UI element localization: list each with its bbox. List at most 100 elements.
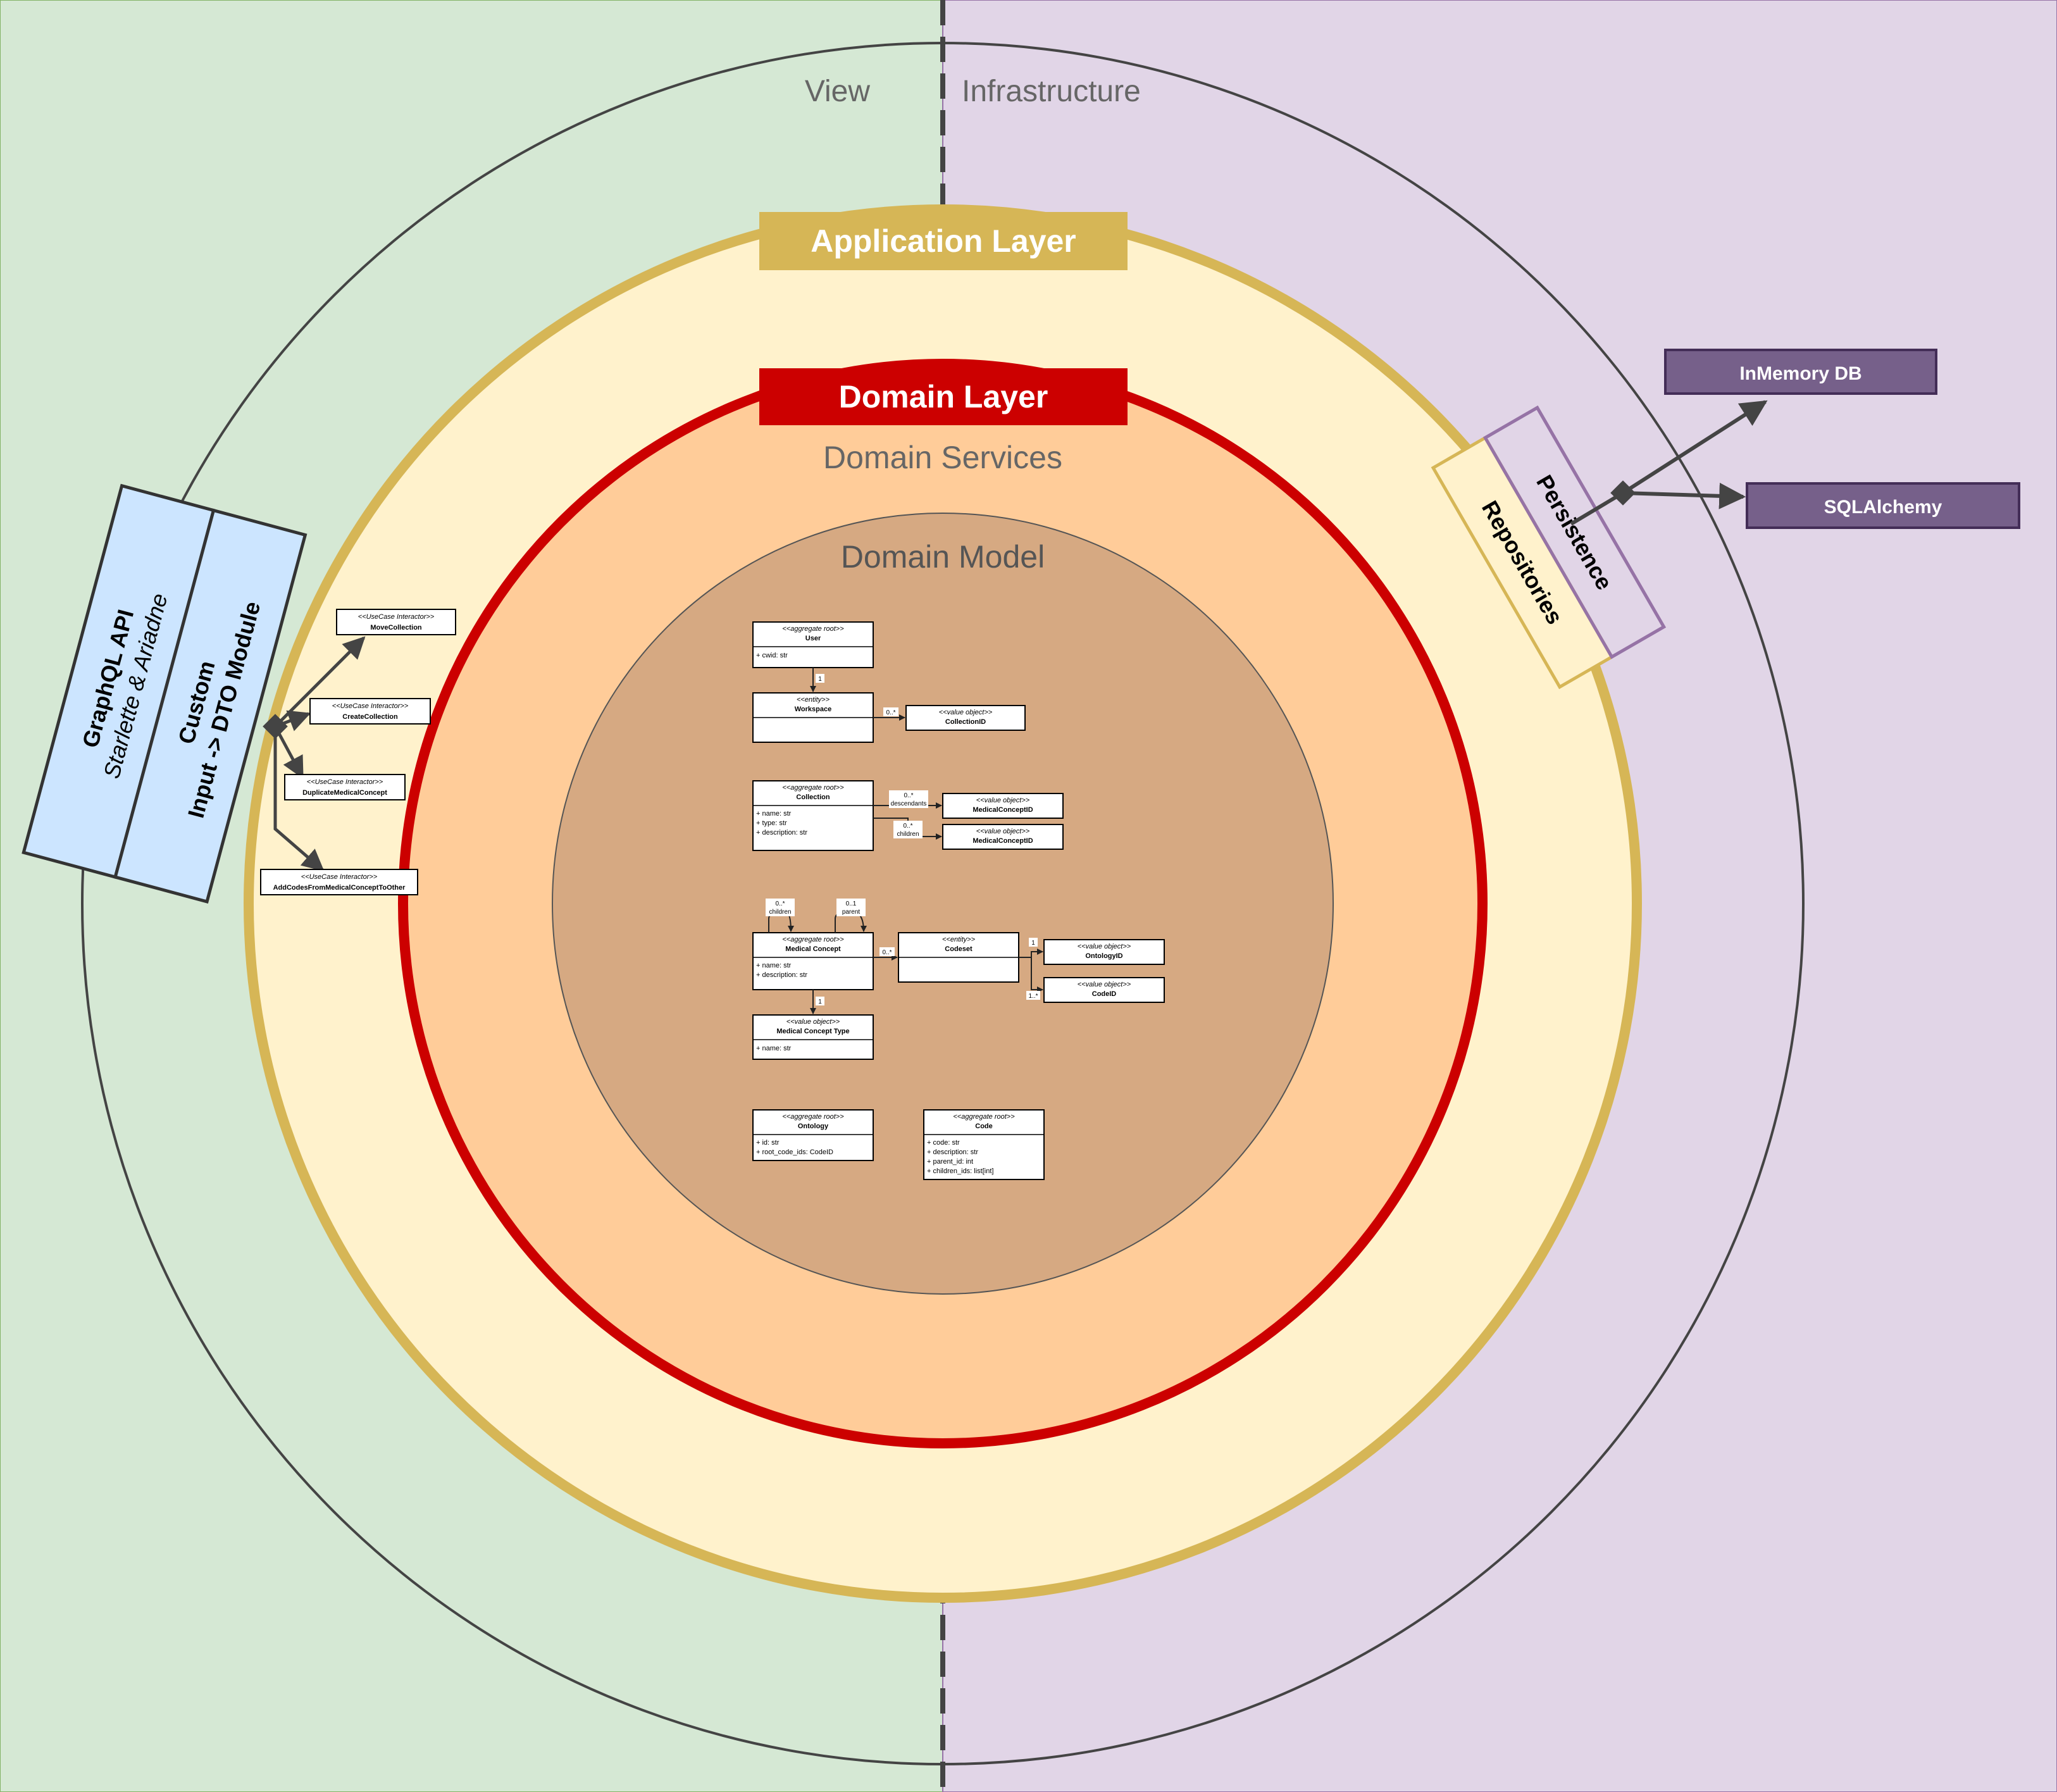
multiplicity-labels: 1 0..* 0..* descendants 0..* children 0.… (766, 674, 1040, 1005)
view-label: View (805, 75, 871, 108)
class-stereotype: <<aggregate root>> (782, 1113, 844, 1121)
interactor-stereotype: <<UseCase Interactor>> (358, 613, 435, 621)
composition-diamond-db (1610, 480, 1636, 506)
class-name: Collection (796, 793, 830, 801)
class-name: Ontology (798, 1123, 829, 1130)
class-name: Medical Concept Type (776, 1028, 849, 1035)
class-attr: + cwid: str (756, 652, 788, 659)
interactor-name: CreateCollection (342, 713, 398, 721)
class-medical-concept-id-children: <<value object>> MedicalConceptID (942, 824, 1064, 850)
interactor-name: DuplicateMedicalConcept (302, 789, 387, 797)
connector-duplicate-medical-concept (273, 725, 304, 780)
class-stereotype: <<value object>> (1078, 981, 1131, 988)
class-name: OntologyID (1085, 952, 1122, 960)
class-attr: + name: str (756, 1045, 792, 1052)
interactor-create-collection: <<UseCase Interactor>> CreateCollection (309, 698, 431, 725)
mult-mc-codeset: 0..* (882, 949, 892, 956)
interactor-move-collection: <<UseCase Interactor>> MoveCollection (336, 609, 456, 635)
class-ontology: <<aggregate root>> Ontology + id: str + … (752, 1109, 874, 1161)
role-mc-children: children (769, 909, 791, 916)
domain-layer-banner (759, 368, 1128, 425)
sqlalchemy-box (1746, 482, 2020, 529)
class-attr: + description: str (756, 971, 807, 979)
domain-layer-label: Domain Layer (839, 379, 1048, 414)
class-attr: + id: str (756, 1139, 780, 1147)
class-stereotype: <<aggregate root>> (782, 784, 844, 792)
role-descendants: descendants (891, 800, 927, 807)
class-stereotype: <<value object>> (976, 828, 1030, 835)
class-name: CodeID (1092, 990, 1117, 998)
mult-user-workspace: 1 (818, 676, 822, 683)
infrastructure-label: Infrastructure (962, 75, 1141, 108)
class-stereotype: <<entity>> (942, 936, 976, 943)
role-mc-parent: parent (842, 909, 861, 916)
class-name: Medical Concept (785, 945, 841, 953)
domain-model-circle (552, 513, 1334, 1295)
application-layer-banner (759, 212, 1128, 270)
mult-codeset-code: 1..* (1028, 993, 1038, 1000)
domain-services-label: Domain Services (823, 440, 1062, 475)
class-stereotype: <<aggregate root>> (782, 936, 844, 943)
class-collection: <<aggregate root>> Collection + name: st… (752, 780, 874, 851)
class-name: User (805, 635, 821, 642)
rel-codeset-codeid (1031, 957, 1043, 993)
mult-mc-type: 1 (818, 999, 822, 1005)
connector-inmemory (1622, 400, 1768, 495)
class-name: CollectionID (945, 718, 986, 726)
role-children: children (897, 831, 919, 838)
connector-add-codes (273, 726, 325, 872)
class-stereotype: <<entity>> (797, 696, 830, 704)
interactor-add-codes: <<UseCase Interactor>> AddCodesFromMedic… (260, 869, 418, 895)
class-attr: + description: str (927, 1148, 978, 1156)
db-connectors (1570, 400, 1768, 526)
class-code: <<aggregate root>> Code + code: str + de… (923, 1109, 1045, 1180)
interactor-name: AddCodesFromMedicalConceptToOther (273, 884, 406, 892)
class-attr: + root_code_ids: CodeID (756, 1148, 833, 1156)
class-collection-id: <<value object>> CollectionID (905, 705, 1026, 731)
class-name: MedicalConceptID (973, 806, 1033, 814)
graphql-api-group: GraphQL API Starlette & Ariadne Custom I… (22, 483, 308, 904)
class-attr: + name: str (756, 962, 792, 969)
interactor-connectors (273, 636, 366, 872)
class-name: Workspace (795, 706, 832, 713)
class-medical-concept: <<aggregate root>> Medical Concept + nam… (752, 932, 874, 990)
class-codeset: <<entity>> Codeset (898, 932, 1019, 983)
mult-codeset-ontology: 1 (1031, 940, 1035, 947)
mult-mc-children: 0..* (775, 900, 785, 907)
class-stereotype: <<value object>> (786, 1018, 840, 1026)
application-layer-label: Application Layer (811, 223, 1076, 259)
class-medical-concept-id-descendants: <<value object>> MedicalConceptID (942, 793, 1064, 819)
class-name: MedicalConceptID (973, 837, 1033, 845)
class-attr: + description: str (756, 829, 807, 837)
class-ontology-id: <<value object>> OntologyID (1043, 939, 1165, 965)
class-attr: + name: str (756, 810, 792, 818)
class-user: <<aggregate root>> User + cwid: str (752, 621, 874, 668)
class-workspace: <<entity>> Workspace (752, 692, 874, 743)
class-name: Codeset (945, 945, 973, 953)
class-stereotype: <<value object>> (1078, 943, 1131, 950)
inmemory-db-label: InMemory DB (1739, 363, 1861, 384)
interactor-stereotype: <<UseCase Interactor>> (301, 873, 378, 881)
inmemory-db-box (1664, 349, 1937, 395)
interactor-stereotype: <<UseCase Interactor>> (307, 778, 383, 786)
mult-children: 0..* (903, 823, 912, 830)
interactor-name: MoveCollection (370, 624, 422, 632)
interactor-duplicate-medical-concept: <<UseCase Interactor>> DuplicateMedicalC… (284, 774, 406, 800)
class-code-id: <<value object>> CodeID (1043, 977, 1165, 1003)
class-stereotype: <<value object>> (939, 709, 993, 716)
interactor-stereotype: <<UseCase Interactor>> (332, 702, 409, 710)
class-stereotype: <<value object>> (976, 797, 1030, 804)
connector-sqlalchemy (1622, 482, 1746, 509)
class-stereotype: <<aggregate root>> (953, 1113, 1015, 1121)
rel-codeset-ontologyid (1019, 949, 1043, 958)
dto-module-box (113, 508, 308, 904)
class-medical-concept-type: <<value object>> Medical Concept Type + … (752, 1014, 874, 1060)
class-attr: + children_ids: list[int] (927, 1167, 993, 1175)
class-stereotype: <<aggregate root>> (782, 625, 844, 633)
class-name: Code (975, 1123, 993, 1130)
sqlalchemy-label: SQLAlchemy (1824, 497, 1942, 518)
connector-persistence-diamond (1570, 491, 1624, 526)
domain-model-label: Domain Model (841, 539, 1045, 575)
class-attr: + code: str (927, 1139, 960, 1147)
